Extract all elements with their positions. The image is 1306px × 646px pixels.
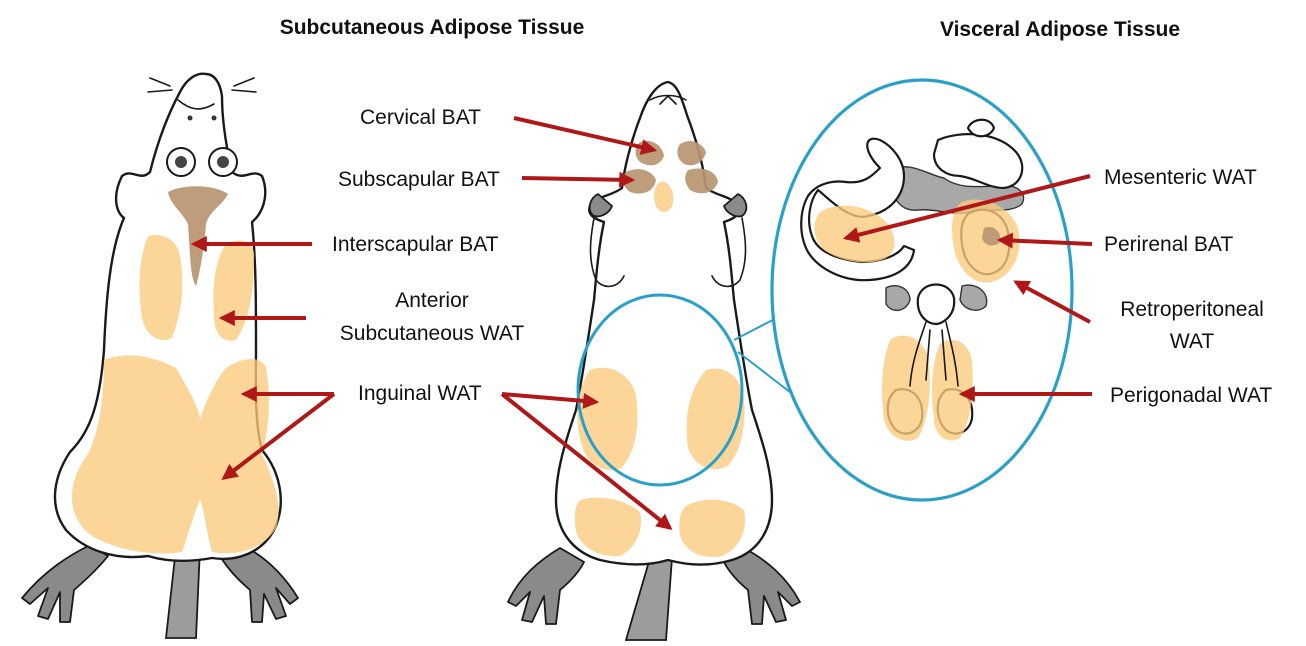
- label-inguinal-wat: Inguinal WAT: [358, 382, 482, 405]
- label-anterior-line2: Subcutaneous WAT: [340, 322, 525, 345]
- arrow-subscapular-bat: [522, 178, 632, 180]
- label-retroperitoneal-line2: WAT: [1170, 330, 1214, 353]
- label-perirenal-bat: Perirenal BAT: [1104, 233, 1233, 256]
- middle-subscapular-bat-right: [685, 169, 718, 194]
- subcutaneous-title: Subcutaneous Adipose Tissue: [280, 16, 585, 39]
- label-interscapular-bat: Interscapular BAT: [332, 233, 499, 256]
- label-mesenteric-wat: Mesenteric WAT: [1104, 166, 1257, 189]
- left-anterior-wat-left: [140, 235, 183, 340]
- mouse-ventral-illustration: [508, 82, 800, 640]
- label-perigonadal-wat: Perigonadal WAT: [1110, 384, 1272, 407]
- bladder-shape: [918, 285, 954, 325]
- perigonadal-wat-blob: [882, 336, 930, 441]
- label-subscapular-bat: Subscapular BAT: [338, 168, 500, 191]
- visceral-zoom-inset: [734, 80, 1072, 500]
- label-anterior-line1: Anterior: [395, 289, 469, 312]
- middle-inguinal-wat-left: [577, 368, 637, 470]
- mouse-dorsal-illustration: [22, 74, 298, 638]
- middle-mouse-hindpaw-left: [508, 548, 584, 624]
- middle-mouse-tail: [626, 558, 672, 640]
- arrow-cervical-bat: [514, 118, 654, 150]
- label-retroperitoneal-line1: Retroperitoneal: [1120, 298, 1264, 321]
- middle-mouse-body: [556, 82, 772, 565]
- left-mouse-hindpaw-left: [22, 545, 108, 622]
- label-cervical-bat: Cervical BAT: [360, 106, 481, 129]
- visceral-title: Visceral Adipose Tissue: [940, 18, 1180, 41]
